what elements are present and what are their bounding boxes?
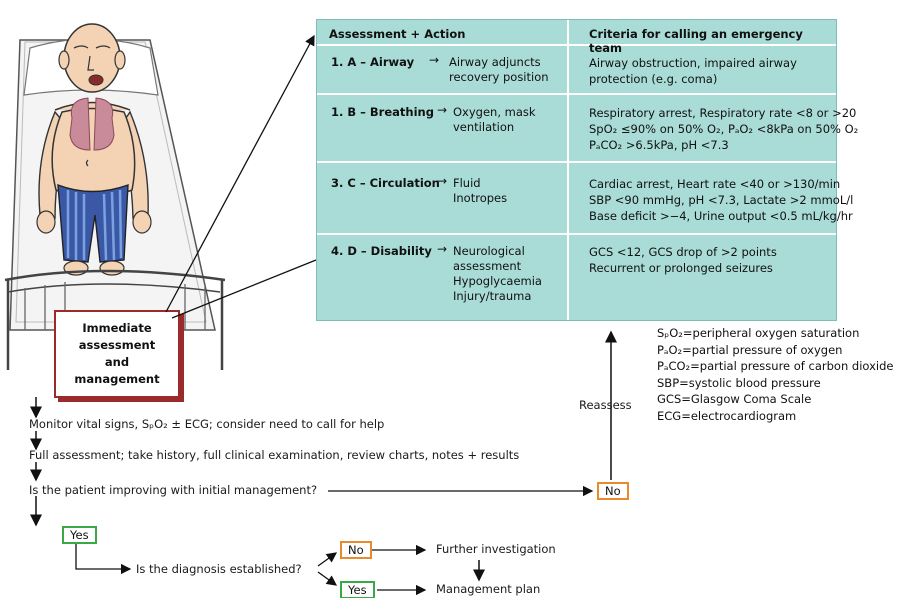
monitor-step: Monitor vital signs, SₚO₂ ± ECG; conside… — [29, 417, 385, 431]
criteria-line: Base deficit >−4, Urine output <0.5 mL/k… — [589, 209, 853, 223]
table-row-divider — [317, 233, 836, 235]
criteria-line: Cardiac arrest, Heart rate <40 or >130/m… — [589, 177, 841, 191]
assessment-box-line: Immediate — [82, 321, 152, 335]
legend-item: SₚO₂=peripheral oxygen saturation — [657, 326, 860, 340]
criteria-circulation: Cardiac arrest, Heart rate <40 or >130/m… — [589, 176, 854, 224]
table-row-divider — [317, 44, 836, 46]
criteria-line: SBP <90 mmHg, pH <7.3, Lactate >2 mmoL/l — [589, 193, 854, 207]
table-row-divider — [317, 161, 836, 163]
yes-tag-improving: Yes — [62, 526, 97, 544]
yes-tag-diagnosis: Yes — [340, 581, 375, 598]
table-row-divider — [317, 93, 836, 95]
full-assessment-step: Full assessment; take history, full clin… — [29, 448, 520, 462]
arrow-icon: → — [429, 53, 440, 67]
criteria-line: Airway obstruction, impaired airway — [589, 56, 797, 70]
management-plan: Management plan — [436, 582, 541, 596]
step-breathing: 1. B – Breathing — [331, 105, 434, 119]
table-header-criteria: Criteria for calling an emergency team — [589, 27, 803, 55]
box-to-table-line — [165, 34, 315, 313]
assessment-box-line: and — [104, 355, 130, 369]
legend-item: PₐCO₂=partial pressure of carbon dioxide — [657, 359, 894, 373]
criteria-line: protection (e.g. coma) — [589, 72, 718, 86]
no-tag-improving: No — [597, 482, 629, 500]
reassess-label: Reassess — [579, 398, 632, 412]
action-circulation: Fluid Inotropes — [453, 176, 508, 205]
arrow-icon: → — [437, 174, 448, 188]
diagnosis-question: Is the diagnosis established? — [136, 562, 302, 576]
patient-in-bed-illustration — [4, 23, 226, 370]
criteria-disability: GCS <12, GCS drop of >2 points Recurrent… — [589, 244, 839, 276]
assessment-box-line: assessment — [78, 338, 156, 352]
action-disability: Neurological assessment Hypoglycaemia In… — [453, 244, 542, 303]
table-header-assessment: Assessment + Action — [329, 27, 466, 41]
no-tag-diagnosis: No — [340, 541, 372, 559]
legend-item: SBP=systolic blood pressure — [657, 375, 821, 390]
criteria-line: Recurrent or prolonged seizures — [589, 261, 773, 275]
further-investigation: Further investigation — [436, 542, 556, 556]
criteria-line: GCS <12, GCS drop of >2 points — [589, 245, 777, 259]
criteria-table: Assessment + Action Criteria for calling… — [316, 19, 859, 321]
criteria-line: SpO₂ ≤90% on 50% O₂, PₐO₂ <8kPa on 50% O… — [589, 122, 859, 136]
action-breathing: Oxygen, mask ventilation — [453, 105, 536, 134]
criteria-airway: Airway obstruction, impaired airway prot… — [589, 55, 839, 87]
table-column-divider — [567, 20, 569, 320]
box-to-table-line-2 — [171, 259, 317, 319]
legend-item: PₐO₂=partial pressure of oxygen — [657, 342, 843, 357]
step-airway: 1. A – Airway — [331, 55, 415, 69]
improving-question: Is the patient improving with initial ma… — [29, 483, 318, 497]
abbreviation-legend: SₚO₂=peripheral oxygen saturation PₐO₂=p… — [657, 325, 893, 424]
criteria-breathing: Respiratory arrest, Respiratory rate <8 … — [589, 105, 859, 153]
criteria-line: Respiratory arrest, Respiratory rate <8 … — [589, 106, 857, 120]
immediate-assessment-box: Immediate assessment and management — [54, 310, 180, 398]
arrow-icon: → — [437, 103, 448, 117]
action-airway: Airway adjuncts recovery position — [449, 55, 549, 84]
assessment-box-line: management — [74, 372, 160, 386]
step-circulation: 3. C – Circulation — [331, 176, 440, 190]
legend-item: GCS=Glasgow Coma Scale — [657, 392, 812, 406]
step-disability: 4. D – Disability — [331, 244, 432, 258]
arrow-icon: → — [437, 242, 448, 256]
criteria-line: PₐCO₂ >6.5kPa, pH <7.3 — [589, 138, 729, 152]
legend-item: ECG=electrocardiogram — [657, 408, 797, 423]
